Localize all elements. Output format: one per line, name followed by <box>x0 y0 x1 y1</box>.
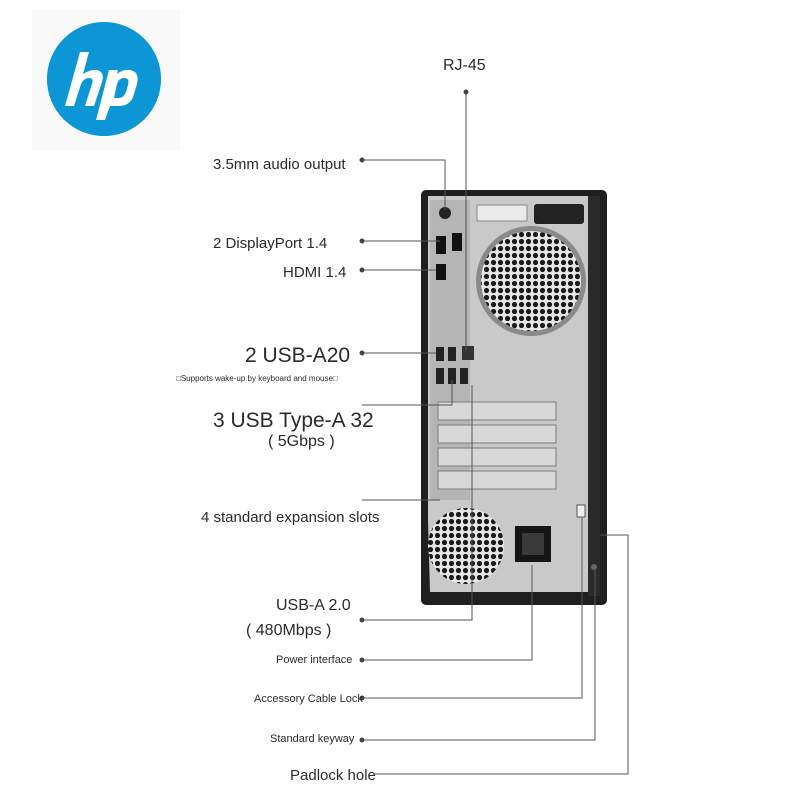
displayport-label: 2 DisplayPort 1.4 <box>213 235 328 252</box>
usb-a2-line <box>362 385 473 621</box>
power-label: Power interface <box>276 654 353 666</box>
usb-typea-line <box>362 380 453 406</box>
hdmi-label: HDMI 1.4 <box>283 264 347 281</box>
rj45-port <box>462 346 474 360</box>
top-handle <box>476 204 528 222</box>
lock-tab <box>534 204 584 224</box>
usb-a20-note: □Supports wake-up by keyboard and mouse□ <box>176 374 338 383</box>
power-line <box>362 565 533 661</box>
displayport-2 <box>452 233 462 251</box>
keyway-line <box>362 570 596 741</box>
displayport-1 <box>436 236 446 254</box>
usb-a20-label: 2 USB-A20 <box>245 344 351 367</box>
padlock-line <box>375 534 629 775</box>
audio-label: 3.5mm audio output <box>213 156 346 173</box>
cable-lock-line <box>362 518 583 699</box>
audio-jack <box>439 207 451 219</box>
padlock-label: Padlock hole <box>290 767 376 784</box>
hp-logo-mark <box>47 22 161 136</box>
psu-fan <box>428 508 504 584</box>
slot-4 <box>437 470 557 490</box>
slot-3 <box>437 447 557 467</box>
usb-typea-label: 3 USB Type-A 32 <box>213 409 374 432</box>
slot-1 <box>437 401 557 421</box>
hp-logo <box>47 22 161 136</box>
expansion-label: 4 standard expansion slots <box>201 509 380 526</box>
audio-line <box>362 159 446 210</box>
slot-2 <box>437 424 557 444</box>
keyway-label: Standard keyway <box>270 733 355 745</box>
usb-a2-speed: ( 480Mbps ) <box>246 622 332 639</box>
cable-lock-label: Accessory Cable Lock <box>254 693 363 705</box>
usb-typea-speed: ( 5Gbps ) <box>268 433 335 450</box>
rj45-label: RJ-45 <box>443 57 486 74</box>
usb-a2-label: USB-A 2.0 <box>276 597 351 614</box>
hdmi-port <box>436 264 446 280</box>
